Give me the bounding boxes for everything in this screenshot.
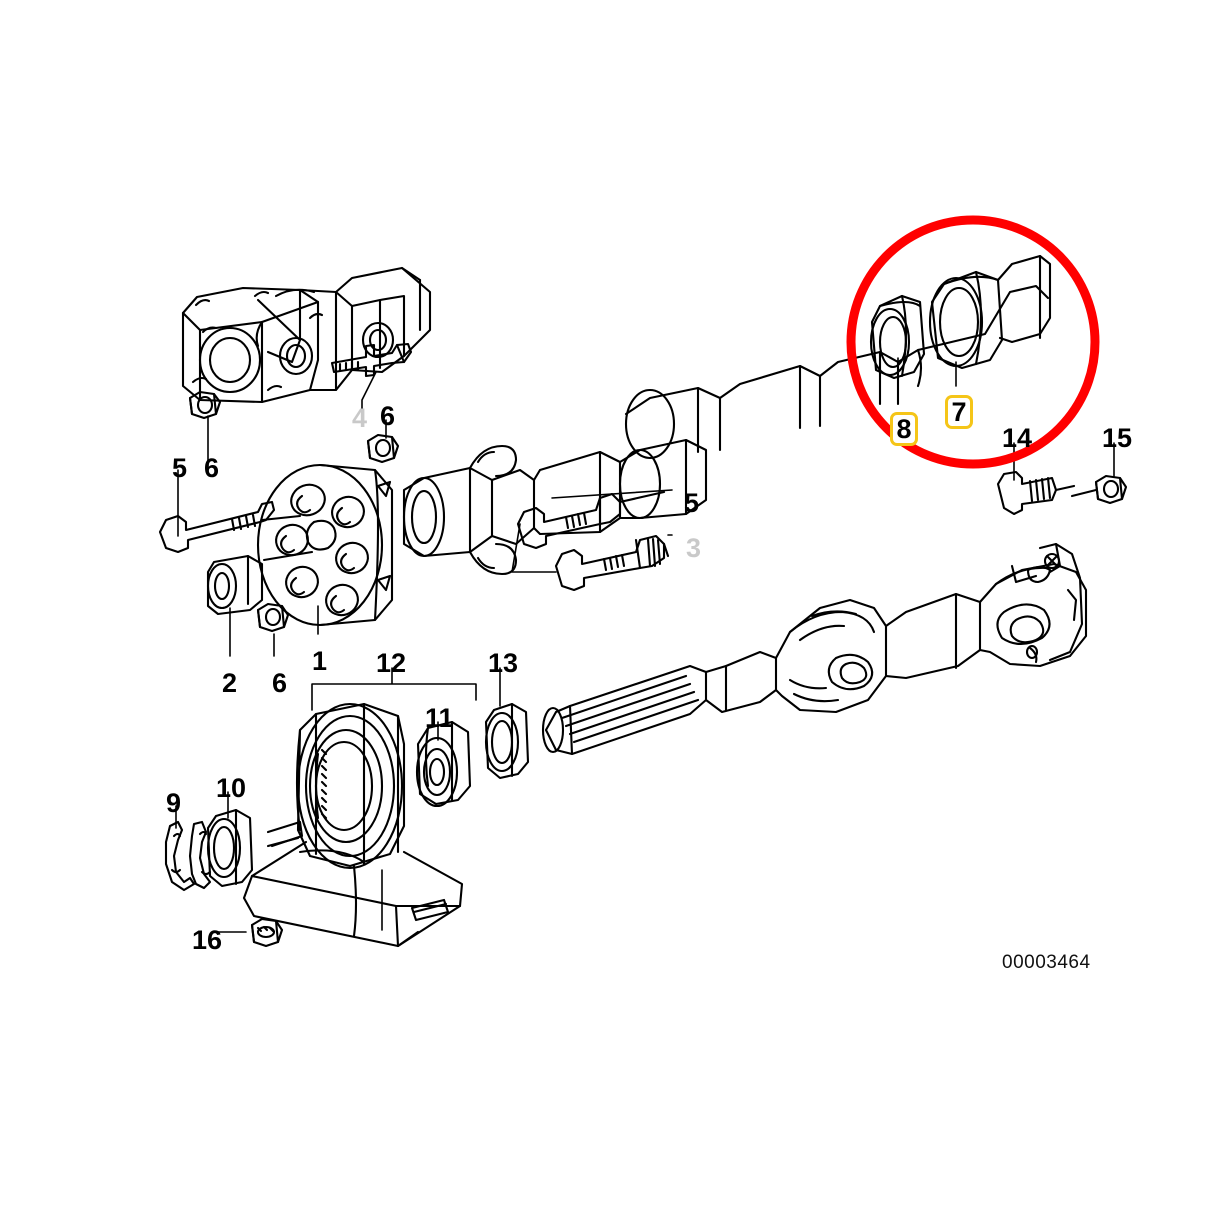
callout-label-5-0: 5 [172,453,188,483]
front-shaft-tube [402,438,708,576]
rear-shaft-tube-upper [624,284,1050,460]
callout-label-11-10: 11 [425,703,454,733]
callout-label-14-15: 14 [1002,423,1033,453]
callout-label-13-11: 13 [488,648,519,678]
seal-ring-13 [484,702,530,780]
seal-ring-10 [206,808,254,888]
callout-label-4-2: 4 [352,403,368,433]
callout-label-2-4: 2 [222,668,238,698]
bolt-center-3 [554,534,670,592]
highlighted-callout-label-7: 7 [948,397,970,427]
nut-upper-left [188,390,222,420]
circlip-9 [164,820,212,892]
callout-label-1-6: 1 [312,646,328,676]
callout-label-10-12: 10 [216,773,247,803]
nut-lower [256,602,290,633]
nut-upper-right [366,433,400,464]
nut-16 [250,917,284,948]
bolt-center-5 [516,490,666,550]
bolt-left-long [158,500,276,554]
callout-label-5-7: 5 [684,488,700,518]
front-flange-yoke [181,266,432,404]
nut-15 [1070,474,1128,505]
callout-label-15-16: 15 [1102,423,1133,453]
splined-shaft [541,542,1088,756]
sleeve-7 [928,254,1052,370]
leader-lines [175,357,1115,933]
bolt-upper [330,342,413,378]
highlighted-callout-7[interactable]: 7 [945,395,973,429]
callout-label-12-9: 12 [376,648,407,678]
bushing-8 [869,294,926,380]
flex-disc-bushing [206,554,264,616]
callout-label-3-8: 3 [686,533,702,563]
callout-label-9-13: 9 [166,788,182,818]
center-support-bearing [242,702,464,948]
callout-label-6-3: 6 [380,401,396,431]
bolt-14 [996,470,1076,516]
highlighted-callout-label-8: 8 [893,414,915,444]
highlight-circle [846,215,1100,469]
diagram-part-number: 00003464 [1002,952,1091,973]
callout-label-16-14: 16 [192,925,223,955]
support-bearing-11 [415,720,472,808]
callout-label-6-1: 6 [204,453,220,483]
highlighted-callout-8[interactable]: 8 [890,412,918,446]
flex-disc [256,463,394,627]
callout-label-6-5: 6 [272,668,288,698]
